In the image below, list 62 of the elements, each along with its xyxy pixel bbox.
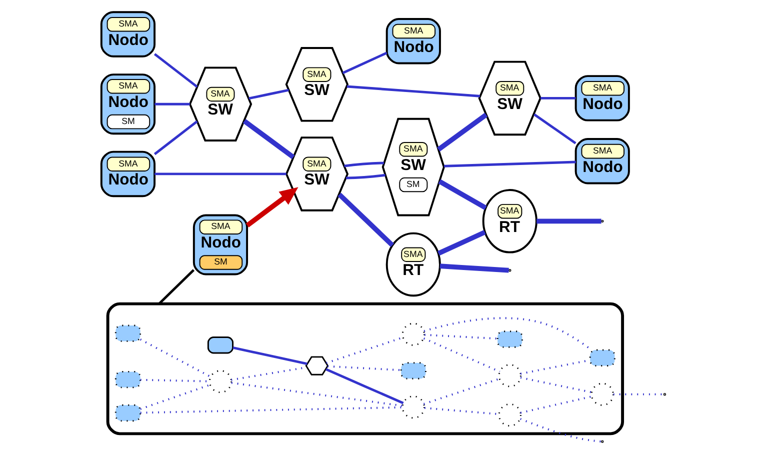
- connector: [424, 317, 592, 351]
- connector: [540, 96, 576, 100]
- node-box: SMA Nodo: [574, 75, 630, 122]
- node-circle: [402, 322, 425, 346]
- connector: [423, 338, 500, 373]
- node-box: SMA Nodo: [100, 11, 156, 58]
- node-circle: [498, 403, 522, 427]
- connector: [154, 172, 286, 176]
- connector: [154, 53, 198, 88]
- connector: [344, 162, 384, 168]
- node-box: SMA Nodo: [100, 150, 156, 198]
- node-box: SMA Nodo SM: [100, 74, 156, 135]
- arrow: [246, 187, 298, 228]
- connector: [520, 418, 602, 443]
- connector: [440, 264, 509, 273]
- connector: [158, 269, 195, 305]
- node-box: SMA Nodo: [386, 18, 441, 64]
- connector: [326, 368, 404, 404]
- connector: [140, 384, 210, 410]
- connector: [154, 120, 198, 156]
- node-box: [496, 330, 523, 348]
- connector: [140, 338, 212, 378]
- connector: [231, 382, 403, 407]
- connector: [232, 346, 308, 366]
- node-circle: [208, 370, 232, 394]
- connector: [520, 376, 592, 394]
- connector: [424, 406, 499, 416]
- cluster: [106, 302, 624, 436]
- node-box: [589, 349, 616, 367]
- node-box: [114, 324, 141, 342]
- node-box: SMA Nodo: [574, 138, 630, 184]
- connector: [613, 393, 664, 396]
- node-circle: [498, 364, 522, 388]
- node-circle: [590, 382, 614, 406]
- node-box: [207, 336, 234, 354]
- node-ellipse: SMA RT: [482, 189, 538, 254]
- node-circle: [402, 396, 425, 419]
- connector: [533, 113, 576, 144]
- connector: [346, 85, 480, 98]
- node-hexagon: [305, 356, 329, 376]
- connector: [437, 112, 488, 152]
- connector: [536, 218, 602, 224]
- node-box: [400, 362, 426, 380]
- connector: [342, 52, 388, 74]
- connector: [444, 160, 576, 168]
- connector: [424, 378, 500, 405]
- connector: [154, 102, 190, 106]
- connector: [328, 365, 401, 372]
- connector: [326, 336, 404, 364]
- connector: [338, 192, 394, 248]
- connector: [242, 119, 295, 160]
- connector: [140, 406, 402, 414]
- connector: [248, 88, 289, 100]
- node-ellipse: SMA RT: [386, 232, 441, 297]
- connector: [520, 396, 592, 414]
- node-box: [114, 370, 141, 388]
- node-box: SMA Nodo SM: [192, 214, 248, 276]
- connector: [437, 230, 486, 256]
- connector: [438, 179, 487, 210]
- connector: [346, 174, 386, 180]
- node-box: [114, 404, 141, 422]
- connector: [424, 334, 498, 340]
